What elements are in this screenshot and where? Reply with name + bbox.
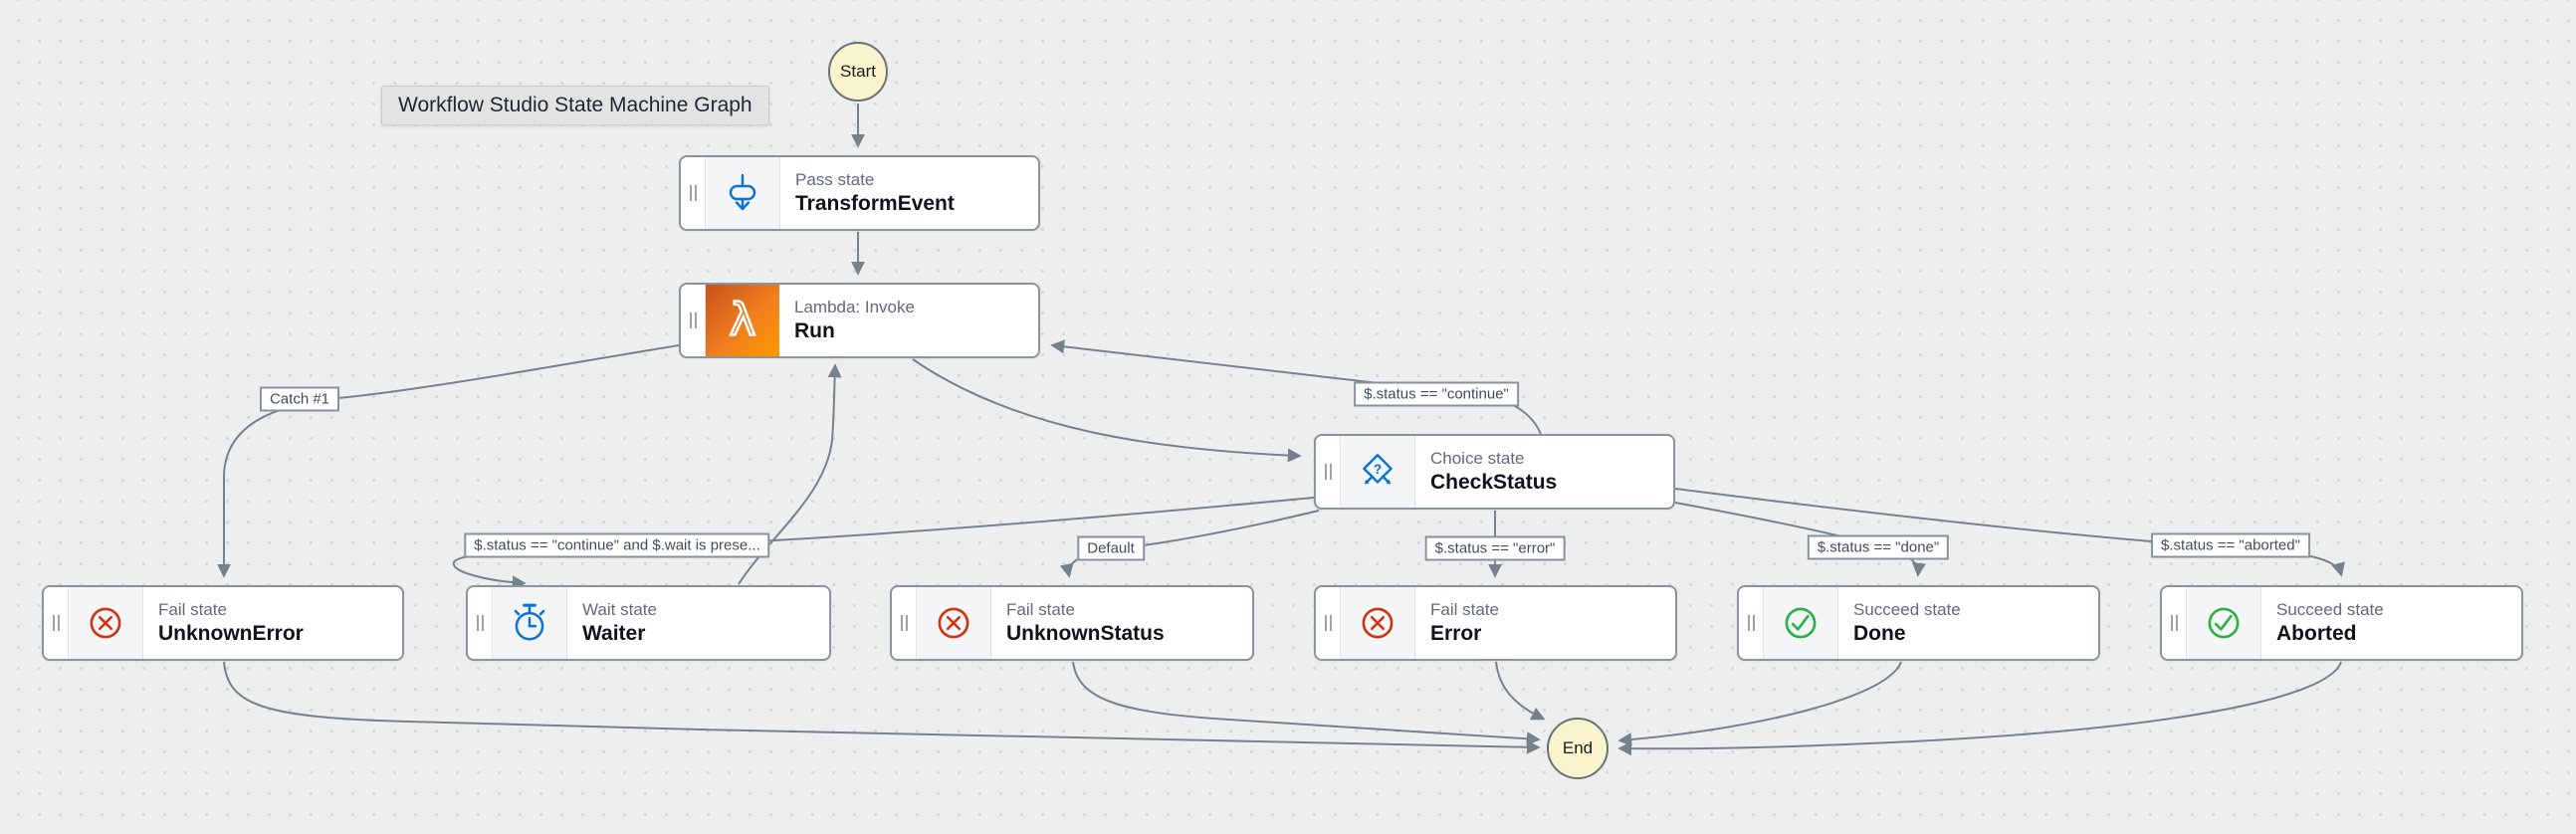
end-node: End (1547, 718, 1609, 779)
succeed-icon (2187, 587, 2261, 659)
node-aborted[interactable]: Succeed state Aborted (2160, 585, 2523, 661)
node-type-label: Wait state (582, 600, 657, 619)
drag-handle-icon[interactable] (2162, 587, 2187, 659)
edge-aborted-to-end (1617, 661, 2342, 756)
node-type-label: Pass state (795, 170, 875, 189)
node-type-label: Lambda: Invoke (794, 298, 915, 316)
node-run[interactable]: λ Lambda: Invoke Run (679, 283, 1040, 358)
edge-label-status-error: $.status == "error" (1424, 535, 1566, 561)
succeed-icon (1764, 587, 1838, 659)
fail-icon (1341, 587, 1415, 659)
drag-handle-icon[interactable] (1316, 587, 1341, 659)
drag-handle-icon[interactable] (1316, 436, 1341, 508)
node-name: TransformEvent (795, 192, 955, 215)
lambda-icon: λ (706, 285, 779, 356)
edge-run-to-checkstatus (912, 358, 1302, 463)
node-checkstatus[interactable]: ? Choice state CheckStatus (1314, 434, 1675, 510)
edge-label-status-continue: $.status == "continue" (1354, 381, 1519, 407)
edge-error-to-end (1495, 661, 1546, 721)
node-name: UnknownStatus (1006, 622, 1165, 645)
edge-unknownerror-to-end (223, 661, 1541, 754)
node-name: CheckStatus (1430, 471, 1558, 494)
graph-tooltip: Workflow Studio State Machine Graph (381, 86, 769, 125)
node-name: Aborted (2276, 622, 2357, 645)
edge-label-catch-1: Catch #1 (259, 386, 340, 412)
edge-run-catch-to-unknownerror (217, 344, 680, 578)
node-name: Error (1430, 622, 1482, 645)
node-type-label: Fail state (158, 600, 227, 619)
svg-text:λ: λ (730, 294, 756, 346)
node-unknownstatus[interactable]: Fail state UnknownStatus (890, 585, 1254, 661)
drag-handle-icon[interactable] (681, 285, 706, 356)
node-type-label: Fail state (1430, 600, 1499, 619)
edge-checkstatus-to-aborted (1674, 488, 2345, 577)
drag-handle-icon[interactable] (1739, 587, 1764, 659)
node-type-label: Succeed state (2276, 600, 2384, 619)
node-error[interactable]: Fail state Error (1314, 585, 1677, 661)
start-node: Start (828, 42, 888, 102)
drag-handle-icon[interactable] (468, 587, 493, 659)
node-name: UnknownError (158, 622, 304, 645)
svg-text:?: ? (1374, 462, 1382, 477)
node-type-label: Choice state (1430, 449, 1525, 468)
edge-label-default: Default (1077, 535, 1145, 561)
node-name: Run (794, 319, 835, 342)
node-name: Done (1853, 622, 1906, 645)
node-done[interactable]: Succeed state Done (1737, 585, 2100, 661)
node-unknownerror[interactable]: Fail state UnknownError (42, 585, 404, 661)
choice-icon: ? (1341, 436, 1415, 508)
edge-done-to-end (1617, 661, 1902, 747)
node-type-label: Fail state (1006, 600, 1075, 619)
edge-label-continue-and-wait: $.status == "continue" and $.wait is pre… (464, 532, 770, 558)
drag-handle-icon[interactable] (44, 587, 69, 659)
node-waiter[interactable]: Wait state Waiter (466, 585, 831, 661)
edge-unknownstatus-to-end (1072, 661, 1541, 746)
wait-icon (493, 587, 567, 659)
node-type-label: Succeed state (1853, 600, 1961, 619)
edge-label-status-done: $.status == "done" (1807, 534, 1950, 560)
drag-handle-icon[interactable] (892, 587, 917, 659)
fail-icon (69, 587, 143, 659)
node-transformevent[interactable]: Pass state TransformEvent (679, 155, 1040, 231)
fail-icon (917, 587, 991, 659)
drag-handle-icon[interactable] (681, 157, 706, 229)
edge-label-status-aborted: $.status == "aborted" (2151, 532, 2310, 558)
pass-icon (706, 157, 780, 229)
node-name: Waiter (582, 622, 646, 645)
